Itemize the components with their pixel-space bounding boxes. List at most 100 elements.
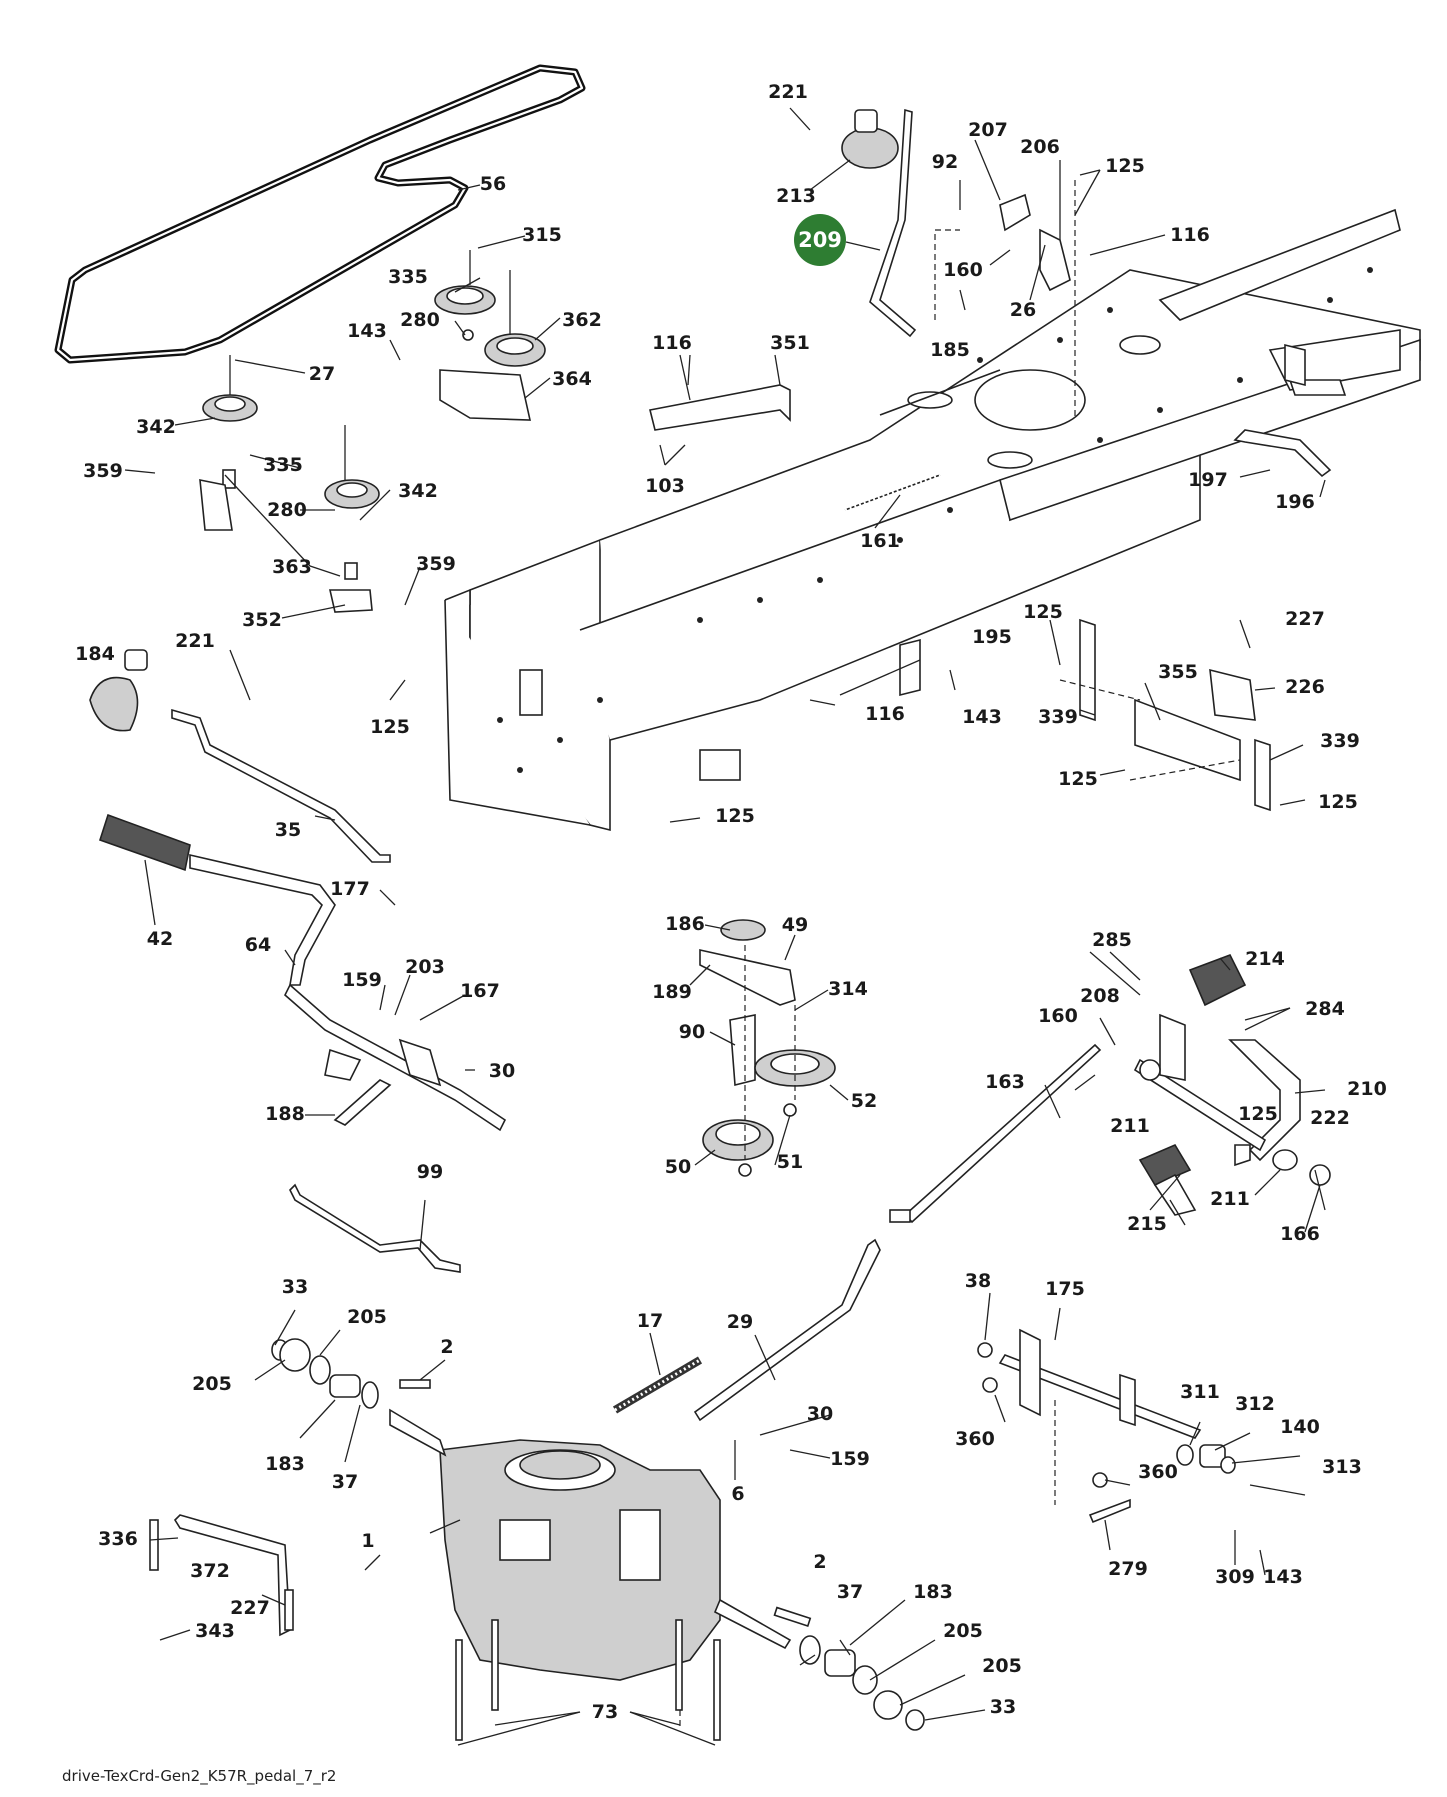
label-213: 213 <box>776 185 816 207</box>
label-159a: 159 <box>342 969 382 991</box>
label-33b: 33 <box>990 1696 1016 1718</box>
label-51: 51 <box>777 1151 803 1173</box>
leader-lines <box>124 107 1326 1746</box>
label-211b: 211 <box>1210 1188 1250 1210</box>
label-312: 312 <box>1235 1393 1275 1415</box>
label-360b: 360 <box>1138 1461 1178 1483</box>
label-140: 140 <box>1280 1416 1320 1438</box>
label-116c: 116 <box>865 703 905 725</box>
pulley-assembly-center <box>699 919 836 1177</box>
label-30b: 30 <box>807 1403 833 1425</box>
label-208: 208 <box>1080 985 1120 1007</box>
label-29: 29 <box>727 1311 753 1333</box>
label-342b: 342 <box>398 480 438 502</box>
label-309: 309 <box>1215 1566 1255 1588</box>
label-339b: 339 <box>1320 730 1360 752</box>
label-30a: 30 <box>489 1060 515 1082</box>
label-17: 17 <box>637 1310 663 1332</box>
label-336: 336 <box>98 1528 138 1550</box>
label-143b: 143 <box>962 706 1002 728</box>
label-205d: 205 <box>982 1655 1022 1677</box>
rod-372 <box>149 1514 294 1637</box>
part-labels: 221 213 207 206 125 92 116 160 26 185 56… <box>75 81 1387 1723</box>
label-125a: 125 <box>1105 155 1145 177</box>
label-125f: 125 <box>715 805 755 827</box>
label-364: 364 <box>552 368 592 390</box>
label-203: 203 <box>405 956 445 978</box>
spring-161 <box>844 473 941 512</box>
label-37a: 37 <box>332 1471 358 1493</box>
transaxle-1 <box>389 1408 792 1730</box>
label-73: 73 <box>592 1701 618 1723</box>
idler-pulley-assembly-upper <box>434 250 546 421</box>
label-355: 355 <box>1158 661 1198 683</box>
label-311: 311 <box>1180 1381 1220 1403</box>
label-342a: 342 <box>136 416 176 438</box>
label-49: 49 <box>782 914 808 936</box>
label-160a: 160 <box>943 259 983 281</box>
label-214: 214 <box>1245 948 1285 970</box>
idler-pulley-assembly-left <box>199 355 380 613</box>
label-38: 38 <box>965 1270 991 1292</box>
label-227b: 227 <box>230 1597 270 1619</box>
drive-belt <box>54 64 586 364</box>
label-205a: 205 <box>347 1306 387 1328</box>
label-205c: 205 <box>943 1620 983 1642</box>
shaft-175 <box>977 1328 1236 1524</box>
label-167: 167 <box>460 980 500 1002</box>
label-2b: 2 <box>813 1551 826 1573</box>
label-335a: 335 <box>388 266 428 288</box>
label-50: 50 <box>665 1156 691 1178</box>
rod-197 <box>1233 429 1332 478</box>
label-206: 206 <box>1020 136 1060 158</box>
knob-184 <box>89 649 148 732</box>
label-280a: 280 <box>400 309 440 331</box>
lever-64 <box>189 853 507 1132</box>
label-35: 35 <box>275 819 301 841</box>
lift-lever-209 <box>869 108 960 338</box>
label-125e: 125 <box>1318 791 1358 813</box>
label-313: 313 <box>1322 1456 1362 1478</box>
rod-188 <box>333 1079 392 1126</box>
label-42: 42 <box>147 928 173 950</box>
diagram-filename: drive-TexCrd-Gen2_K57R_pedal_7_r2 <box>62 1767 337 1785</box>
label-143c: 143 <box>1263 1566 1303 1588</box>
bracket-351 <box>649 384 791 431</box>
label-2a: 2 <box>440 1336 453 1358</box>
label-116b: 116 <box>652 332 692 354</box>
label-284: 284 <box>1305 998 1345 1020</box>
rod-163 <box>889 1043 1102 1224</box>
label-125g: 125 <box>1238 1103 1278 1125</box>
label-315: 315 <box>522 224 562 246</box>
rod-99 <box>289 1183 461 1273</box>
label-280b: 280 <box>267 499 307 521</box>
label-116a: 116 <box>1170 224 1210 246</box>
label-360a: 360 <box>955 1428 995 1450</box>
label-285: 285 <box>1092 929 1132 951</box>
label-197: 197 <box>1188 469 1228 491</box>
label-183b: 183 <box>913 1581 953 1603</box>
label-64: 64 <box>245 934 271 956</box>
label-185: 185 <box>930 339 970 361</box>
label-196: 196 <box>1275 491 1315 513</box>
label-221a: 221 <box>768 81 808 103</box>
bracket-195 <box>899 638 921 697</box>
knob-213 <box>841 109 899 169</box>
label-210: 210 <box>1347 1078 1387 1100</box>
label-166: 166 <box>1280 1223 1320 1245</box>
highlight-label: 209 <box>798 228 842 252</box>
spring-17 <box>612 1356 703 1414</box>
label-188: 188 <box>265 1103 305 1125</box>
grip-42 <box>99 813 191 872</box>
label-26: 26 <box>1010 299 1036 321</box>
label-189: 189 <box>652 981 692 1003</box>
label-205b: 205 <box>192 1373 232 1395</box>
label-125d: 125 <box>1058 768 1098 790</box>
label-125c: 125 <box>1023 601 1063 623</box>
label-177: 177 <box>330 878 370 900</box>
label-6: 6 <box>731 1483 744 1505</box>
label-175: 175 <box>1045 1278 1085 1300</box>
axle-hardware-left <box>271 1338 431 1409</box>
mount-bracket-set <box>1059 618 1271 812</box>
